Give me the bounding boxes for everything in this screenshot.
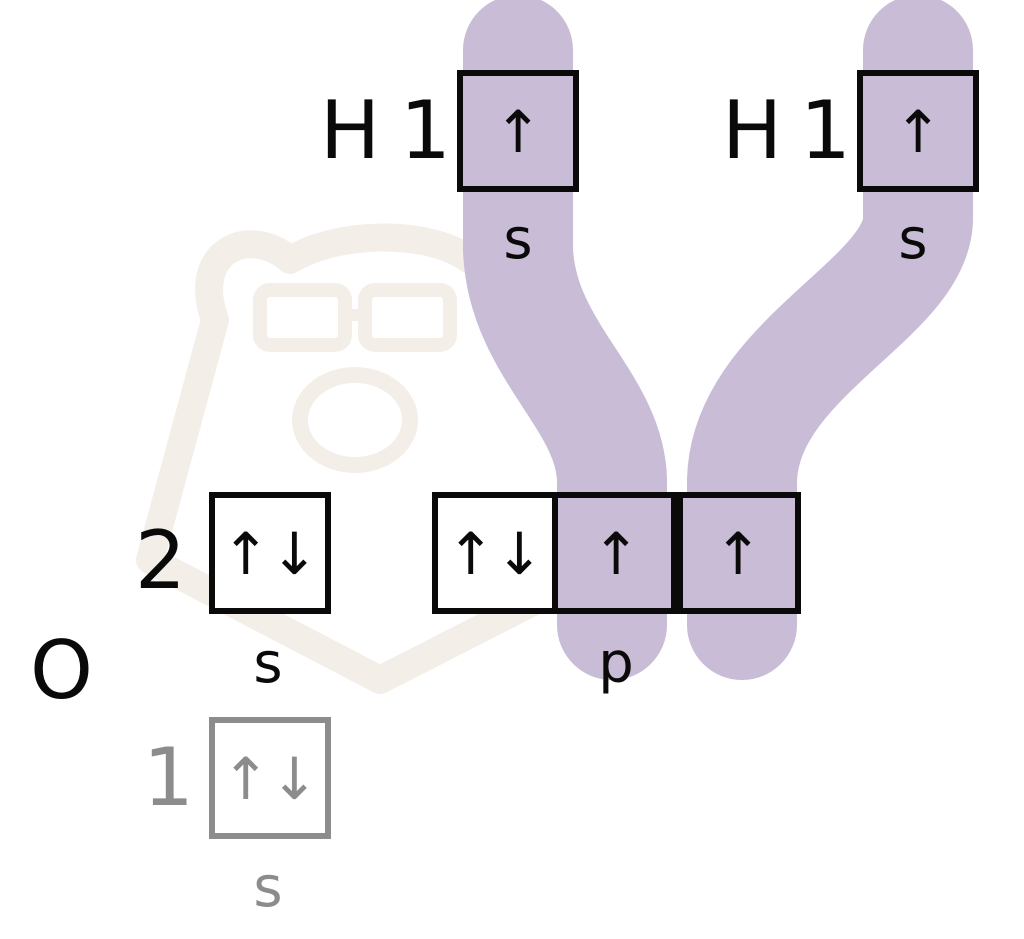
o-2p-box-1 <box>432 492 558 614</box>
h-right-symbol: H <box>722 84 782 177</box>
hydrogen-right: H 1 ↑ s <box>722 70 979 272</box>
o-1s-label: s <box>253 855 282 920</box>
h-left-orbital-box <box>457 70 579 192</box>
o-2s-label: s <box>253 631 282 696</box>
o-level-2: 2 <box>135 514 186 607</box>
right-bond-overlap <box>687 0 973 680</box>
o-1s-orbital-box <box>209 717 331 839</box>
o-2p-electrons-1: ↑↓ <box>446 520 543 588</box>
h-left-electron: ↑ <box>494 98 543 166</box>
o-1s-electrons: ↑↓ <box>221 745 318 813</box>
o-2p-electrons-2: ↑ <box>592 520 641 588</box>
h-left-level: 1 <box>400 84 451 177</box>
hydrogen-left: H 1 ↑ s <box>320 70 579 272</box>
h-right-electron: ↑ <box>894 98 943 166</box>
o-level-1: 1 <box>143 731 194 824</box>
o-2s-orbital-box <box>209 492 331 614</box>
h-right-sublevel: s <box>898 207 927 272</box>
h-right-orbital-box <box>857 70 979 192</box>
o-2p-electrons-3: ↑ <box>714 520 763 588</box>
h-left-symbol: H <box>320 84 380 177</box>
o-2s-electrons: ↑↓ <box>221 520 318 588</box>
o-symbol: O <box>30 624 93 717</box>
o-2p-box-2 <box>552 492 680 614</box>
oxygen: O 2 ↑↓ s ↑↓ ↑ ↑ p 1 ↑↓ s <box>30 492 801 920</box>
h-left-sublevel: s <box>503 207 532 272</box>
h-right-level: 1 <box>800 84 851 177</box>
left-bond-overlap <box>463 0 667 680</box>
o-2p-label: p <box>598 631 634 696</box>
